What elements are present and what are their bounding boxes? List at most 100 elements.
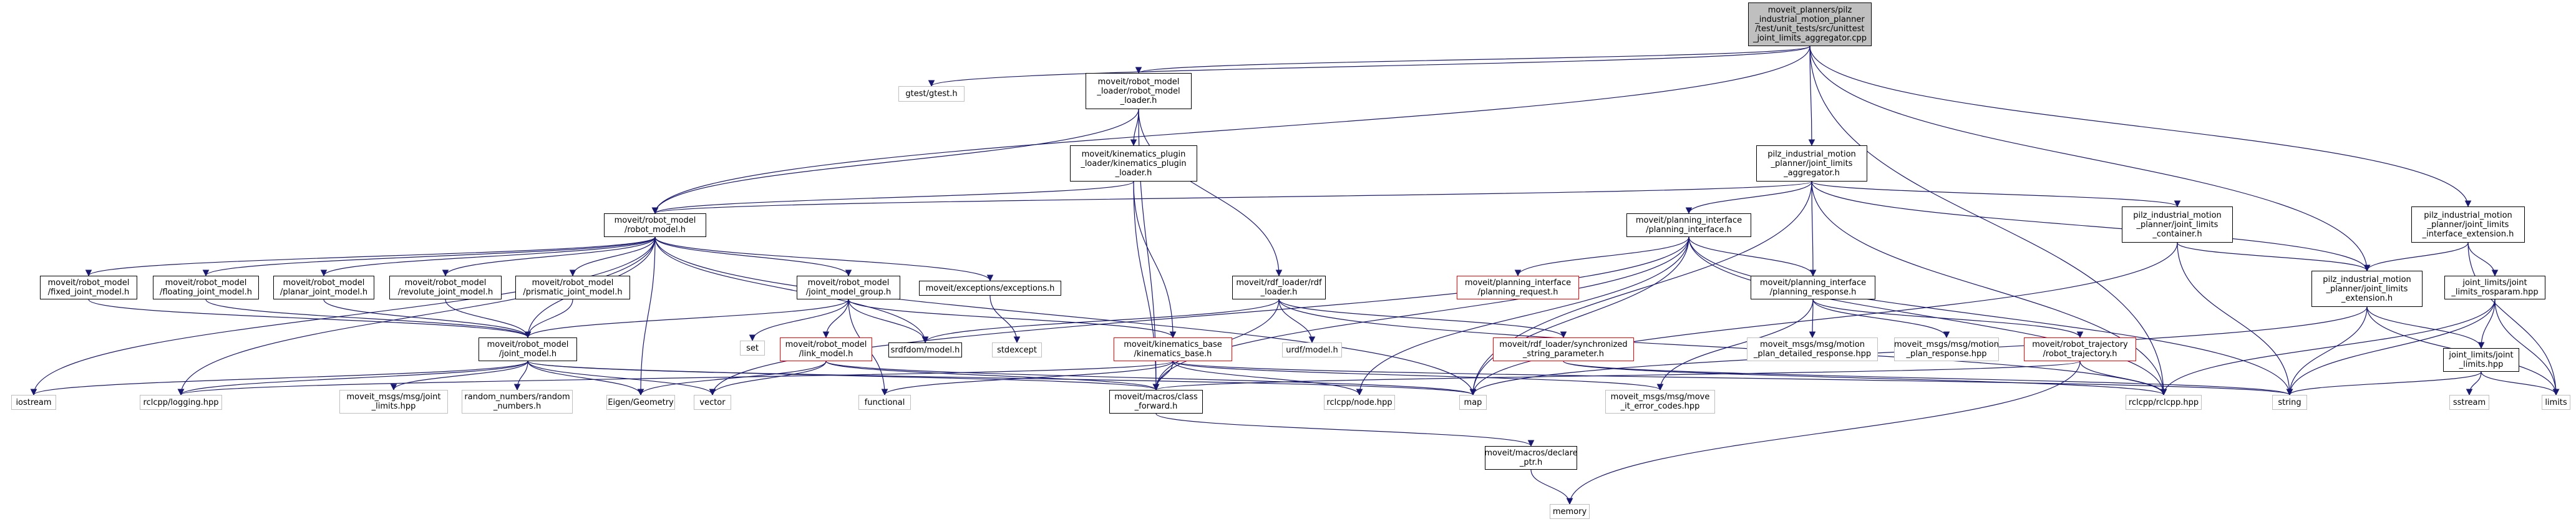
edge-revolute_jm-to-joint_model: [445, 299, 532, 339]
edge-link_model-to-eigen: [637, 361, 827, 396]
node-kinematics-base[interactable]: moveit/kinematics_base /kinematics_base.…: [1114, 337, 1232, 361]
node-joint-limits-rosparam[interactable]: joint_limits/joint _limits_rosparam.hpp: [2444, 276, 2545, 299]
node-robot-model-loader[interactable]: moveit/robot_model _loader/robot_model _…: [1086, 73, 1192, 109]
edge-planning_interface-to-rclcpp: [1688, 236, 2167, 396]
edge-root-to-rml_loader: [1135, 46, 1810, 74]
node-planning-response[interactable]: moveit/planning_interface /planning_resp…: [1751, 276, 1875, 299]
edge-rdf_loader-to-sync_string: [1278, 299, 1567, 339]
edge-sync_string-to-rclcpp: [1563, 361, 2167, 396]
node-floating-joint-model[interactable]: moveit/robot_model /floating_joint_model…: [153, 276, 259, 299]
node-prismatic-joint-model[interactable]: moveit/robot_model /prismatic_joint_mode…: [515, 276, 630, 299]
node-eigen-geometry[interactable]: Eigen/Geometry: [606, 395, 675, 410]
edge-rdf_loader-to-rclcpp: [1278, 299, 2167, 396]
edge-robot_model-to-rclcpp_logging: [177, 236, 656, 396]
node-declare-ptr[interactable]: moveit/macros/declare _ptr.h: [1484, 446, 1578, 470]
edge-declare_ptr-to-memory: [1530, 469, 1573, 505]
node-unittest-joint-limits-aggregator-cpp[interactable]: moveit_planners/pilz _industrial_motion_…: [1748, 2, 1872, 46]
edge-jl_aggregator-to-robot_model: [652, 181, 1812, 215]
edge-jl_aggregator-to-jl_extension: [1811, 181, 2371, 272]
node-gtest[interactable]: gtest/gtest.h: [898, 86, 965, 102]
node-robot-trajectory[interactable]: moveit/robot_trajectory /robot_trajector…: [2024, 337, 2136, 361]
edge-robot_model-to-eigen: [637, 236, 656, 396]
edge-jmg-to-set: [749, 299, 849, 342]
edge-kin_base-to-string: [1172, 361, 2293, 396]
edge-robot_traj-to-rclcpp: [2079, 361, 2167, 396]
edge-root-to-robot_model: [651, 46, 1810, 215]
edge-jl_rosparam-to-limits: [2494, 299, 2560, 396]
node-functional[interactable]: functional: [858, 395, 911, 410]
edge-kin_base-to-functional: [881, 361, 1174, 396]
edge-jl_rosparam-to-rclcpp: [2160, 299, 2496, 396]
edge-jmg-to-joint_model: [524, 299, 849, 339]
edge-planning_response-to-robot_traj: [1812, 299, 2084, 339]
node-joint-limits-container[interactable]: pilz_industrial_motion _planner/joint_li…: [2122, 206, 2233, 243]
edge-jl_aggregator-to-jl_container: [1811, 181, 2181, 208]
edge-rdf_loader-to-urdf: [1278, 299, 1316, 344]
node-exceptions[interactable]: moveit/exceptions/exceptions.h: [919, 281, 1061, 296]
edge-kin_plugin_loader-to-robot_model: [651, 181, 1134, 215]
node-kinematics-plugin-loader[interactable]: moveit/kinematics_plugin _loader/kinemat…: [1070, 145, 1197, 182]
edge-joint_model-to-map: [527, 361, 1476, 396]
edge-jl_rosparam-to-string: [2286, 299, 2496, 396]
edge-jl_aggregator-to-map: [1469, 181, 1812, 396]
node-motion-plan-response[interactable]: moveit_msgs/msg/motion _plan_response.hp…: [1894, 337, 1999, 361]
edge-jl_hpp-to-sstream: [2466, 371, 2482, 396]
node-synchronized-string-parameter[interactable]: moveit/rdf_loader/synchronized _string_p…: [1493, 337, 1634, 361]
node-rclcpp-logging[interactable]: rclcpp/logging.hpp: [140, 395, 222, 410]
node-move-it-error-codes[interactable]: moveit_msgs/msg/move _it_error_codes.hpp: [1605, 390, 1715, 414]
node-rclcpp[interactable]: rclcpp/rclcpp.hpp: [2126, 395, 2202, 410]
node-planning-interface[interactable]: moveit/planning_interface /planning_inte…: [1626, 213, 1751, 237]
node-srdfdom-model[interactable]: srdfdom/model.h: [888, 342, 962, 357]
edge-link_model-to-vector: [709, 361, 827, 396]
edge-robot_model-to-planar_jm: [320, 236, 656, 277]
edge-robot_model-to-map: [654, 236, 1477, 396]
node-joint-model-group[interactable]: moveit/robot_model /joint_model_group.h: [797, 276, 900, 299]
edge-planning_response-to-mpdr: [1809, 299, 1816, 339]
edge-joint_model-to-eigen: [527, 361, 644, 396]
node-sstream[interactable]: sstream: [2449, 395, 2489, 410]
node-joint-limits-extension[interactable]: pilz_industrial_motion _planner/joint_li…: [2311, 271, 2423, 307]
node-map[interactable]: map: [1459, 395, 1487, 410]
node-string[interactable]: string: [2272, 395, 2307, 410]
node-joint-model[interactable]: moveit/robot_model /joint_model.h: [479, 337, 577, 361]
edge-joint_model-to-msg_jl: [390, 361, 528, 391]
node-joint-limits-interface-extension[interactable]: pilz_industrial_motion _planner/joint_li…: [2411, 206, 2525, 243]
node-motion-plan-detailed-response[interactable]: moveit_msgs/msg/motion _plan_detailed_re…: [1747, 337, 1878, 361]
edge-planar_jm-to-joint_model: [323, 299, 532, 339]
node-joint-limits-hpp[interactable]: joint_limits/joint _limits.hpp: [2443, 348, 2519, 372]
node-robot-model[interactable]: moveit/robot_model /robot_model.h: [604, 213, 706, 237]
edge-rml_loader-to-rdf_loader: [1138, 109, 1283, 277]
node-joint-limits-aggregator[interactable]: pilz_industrial_motion _planner/joint_li…: [1756, 145, 1867, 182]
edge-floating_jm-to-joint_model: [205, 299, 532, 339]
edge-root-to-gtest: [928, 46, 1810, 87]
node-vector[interactable]: vector: [694, 395, 731, 410]
node-class-forward[interactable]: moveit/macros/class _forward.h: [1109, 390, 1203, 414]
edge-jl_aggregator-to-rclcpp: [1811, 181, 2167, 396]
edge-robot_model-to-iostream: [30, 236, 656, 396]
node-urdf-model[interactable]: urdf/model.h: [1282, 342, 1342, 357]
node-rdf-loader[interactable]: moveit/rdf_loader/rdf _loader.h: [1232, 276, 1326, 299]
edge-robot_traj-to-memory: [1566, 361, 2081, 505]
node-revolute-joint-model[interactable]: moveit/robot_model /revolute_joint_model…: [389, 276, 502, 299]
node-msgs-joint-limits[interactable]: moveit_msgs/msg/joint _limits.hpp: [339, 390, 448, 414]
node-set[interactable]: set: [740, 341, 765, 356]
node-iostream[interactable]: iostream: [11, 395, 56, 410]
node-link-model[interactable]: moveit/robot_model /link_model.h: [780, 337, 872, 361]
node-planning-request[interactable]: moveit/planning_interface /planning_requ…: [1457, 276, 1579, 299]
edge-rml_loader-to-robot_model: [651, 109, 1139, 215]
edge-kin_base-to-rclcpp_node: [1172, 361, 1363, 396]
edge-planning_interface-to-rclcpp_node: [1356, 236, 1689, 396]
edge-jl_container-to-map: [1469, 242, 2178, 396]
node-limits[interactable]: limits: [2542, 395, 2570, 410]
edge-fixed_jm-to-joint_model: [88, 299, 532, 339]
node-rclcpp-node[interactable]: rclcpp/node.hpp: [1324, 395, 1395, 410]
node-fixed-joint-model[interactable]: moveit/robot_model /fixed_joint_model.h: [40, 276, 137, 299]
node-planar-joint-model[interactable]: moveit/robot_model /planar_joint_model.h: [273, 276, 374, 299]
node-memory[interactable]: memory: [1550, 504, 1590, 519]
edge-link_model-to-class_forward: [825, 361, 1160, 391]
node-random-numbers[interactable]: random_numbers/random _numbers.h: [462, 390, 573, 414]
node-stdexcept[interactable]: stdexcept: [992, 342, 1042, 357]
edge-root-to-jl_interface_ext: [1809, 46, 2472, 208]
